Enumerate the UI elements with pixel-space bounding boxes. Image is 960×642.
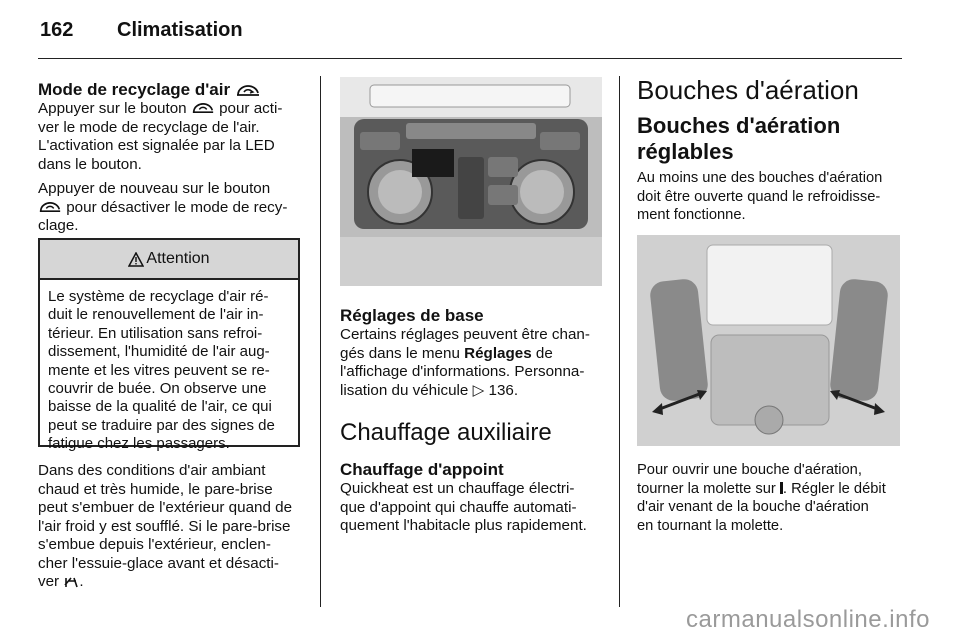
settings-menu-label: Réglages (464, 344, 532, 362)
recirculation-icon (192, 103, 213, 114)
recirculation-icon (39, 202, 61, 213)
column-2-text: Réglages de base Certains réglages peuve… (340, 306, 610, 536)
air-vents-photo (637, 235, 900, 446)
climate-control-photo (340, 77, 602, 286)
vent-instructions: Pour ouvrir une bouche d'aération, tourn… (637, 462, 886, 534)
warning-triangle-icon (128, 251, 145, 267)
auxiliary-heating-heading: Chauffage auxiliaire (340, 419, 552, 446)
recirculation-icon (236, 84, 259, 96)
warning-text: Le système de recyclage d'air ré- duit l… (48, 288, 275, 453)
page-reference-icon: ▷ (472, 381, 485, 399)
warning-box: Attention Le système de recyclage d'air … (38, 238, 300, 452)
air-vents-illustration (637, 235, 900, 446)
chapter-title: Climatisation (117, 19, 243, 41)
air-vents-heading: Bouches d'aération (637, 75, 859, 105)
header-rule (38, 58, 902, 59)
climate-panel-illustration (340, 77, 602, 286)
quickheat-heading: Chauffage d'appoint (340, 460, 504, 479)
column-divider (320, 76, 321, 607)
recirculation-heading: Mode de recyclage d'air (38, 80, 304, 100)
column-3-text: Bouches d'aération Bouches d'aération ré… (637, 75, 905, 225)
warning-header: Attention (40, 240, 298, 280)
watermark: carmanualsonline.info (686, 606, 930, 633)
adjustable-vents-heading: Bouches d'aération réglables (637, 113, 841, 164)
warning-title: Attention (146, 250, 210, 267)
wiper-icon (64, 577, 79, 588)
vent-open-position-icon (779, 481, 783, 494)
basic-settings-heading: Réglages de base (340, 306, 484, 325)
column-divider (619, 76, 620, 607)
page-number: 162 (40, 19, 74, 41)
windscreen-fog-paragraph: Dans des conditions d'air ambiant chaud … (38, 462, 293, 590)
column-1: Mode de recyclage d'air Appuyer sur le b… (38, 80, 304, 242)
